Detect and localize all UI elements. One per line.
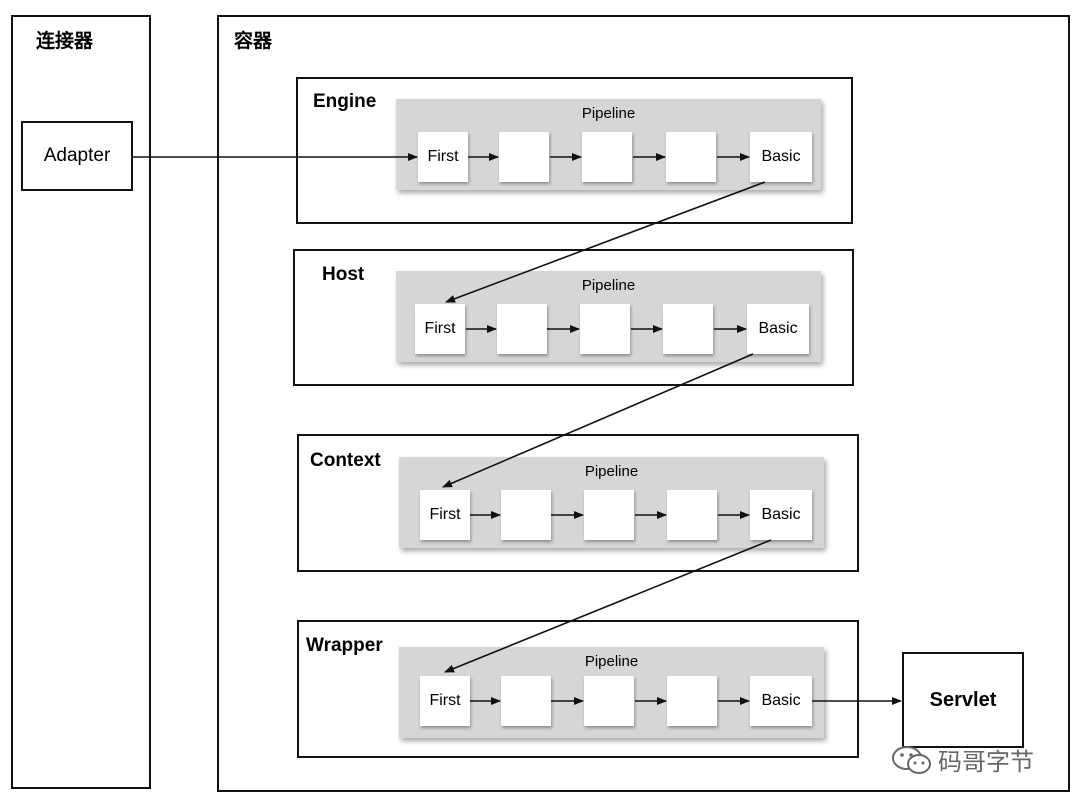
- basic-valve: Basic: [750, 490, 812, 540]
- engine-to-host-arrow: [445, 181, 766, 303]
- watermark-text: 码哥字节: [938, 748, 1034, 776]
- context-pipeline: Pipeline First Basic: [399, 457, 824, 548]
- first-valve: First: [415, 304, 465, 354]
- container-title: 容器: [234, 30, 273, 52]
- valve: [582, 132, 632, 182]
- valve: [499, 132, 549, 182]
- adapter-box: Adapter: [21, 121, 133, 191]
- basic-valve: Basic: [750, 132, 812, 182]
- first-valve: First: [418, 132, 468, 182]
- context-title: Context: [310, 450, 381, 471]
- connector-title: 连接器: [36, 30, 94, 52]
- watermark: 码哥字节: [890, 742, 1034, 777]
- first-valve: First: [420, 490, 470, 540]
- host-to-context-arrow: [442, 353, 754, 488]
- context-to-wrapper-arrow: [444, 539, 772, 673]
- servlet-box: Servlet: [902, 652, 1024, 748]
- valve: [584, 676, 634, 726]
- adapter-label: Adapter: [43, 145, 111, 166]
- host-pipeline: Pipeline First Basic: [396, 271, 821, 362]
- valve: [666, 132, 716, 182]
- engine-title: Engine: [313, 91, 377, 112]
- valve: [580, 304, 630, 354]
- pipeline-label: Pipeline: [581, 277, 636, 294]
- valve: [667, 490, 717, 540]
- pipeline-label: Pipeline: [584, 653, 639, 670]
- valve: [663, 304, 713, 354]
- valve: [501, 490, 551, 540]
- valve: [501, 676, 551, 726]
- valve: [584, 490, 634, 540]
- first-valve: First: [420, 676, 470, 726]
- valve: [497, 304, 547, 354]
- host-title: Host: [322, 264, 365, 285]
- wrapper-title: Wrapper: [306, 635, 383, 656]
- engine-pipeline: Pipeline First Basic: [396, 99, 821, 190]
- pipeline-label: Pipeline: [581, 105, 636, 122]
- basic-valve: Basic: [747, 304, 809, 354]
- valve: [667, 676, 717, 726]
- wechat-icon: [892, 745, 931, 774]
- basic-valve: Basic: [750, 676, 812, 726]
- wrapper-pipeline: Pipeline First Basic: [399, 647, 824, 738]
- pipeline-label: Pipeline: [584, 463, 639, 480]
- servlet-label: Servlet: [929, 688, 997, 711]
